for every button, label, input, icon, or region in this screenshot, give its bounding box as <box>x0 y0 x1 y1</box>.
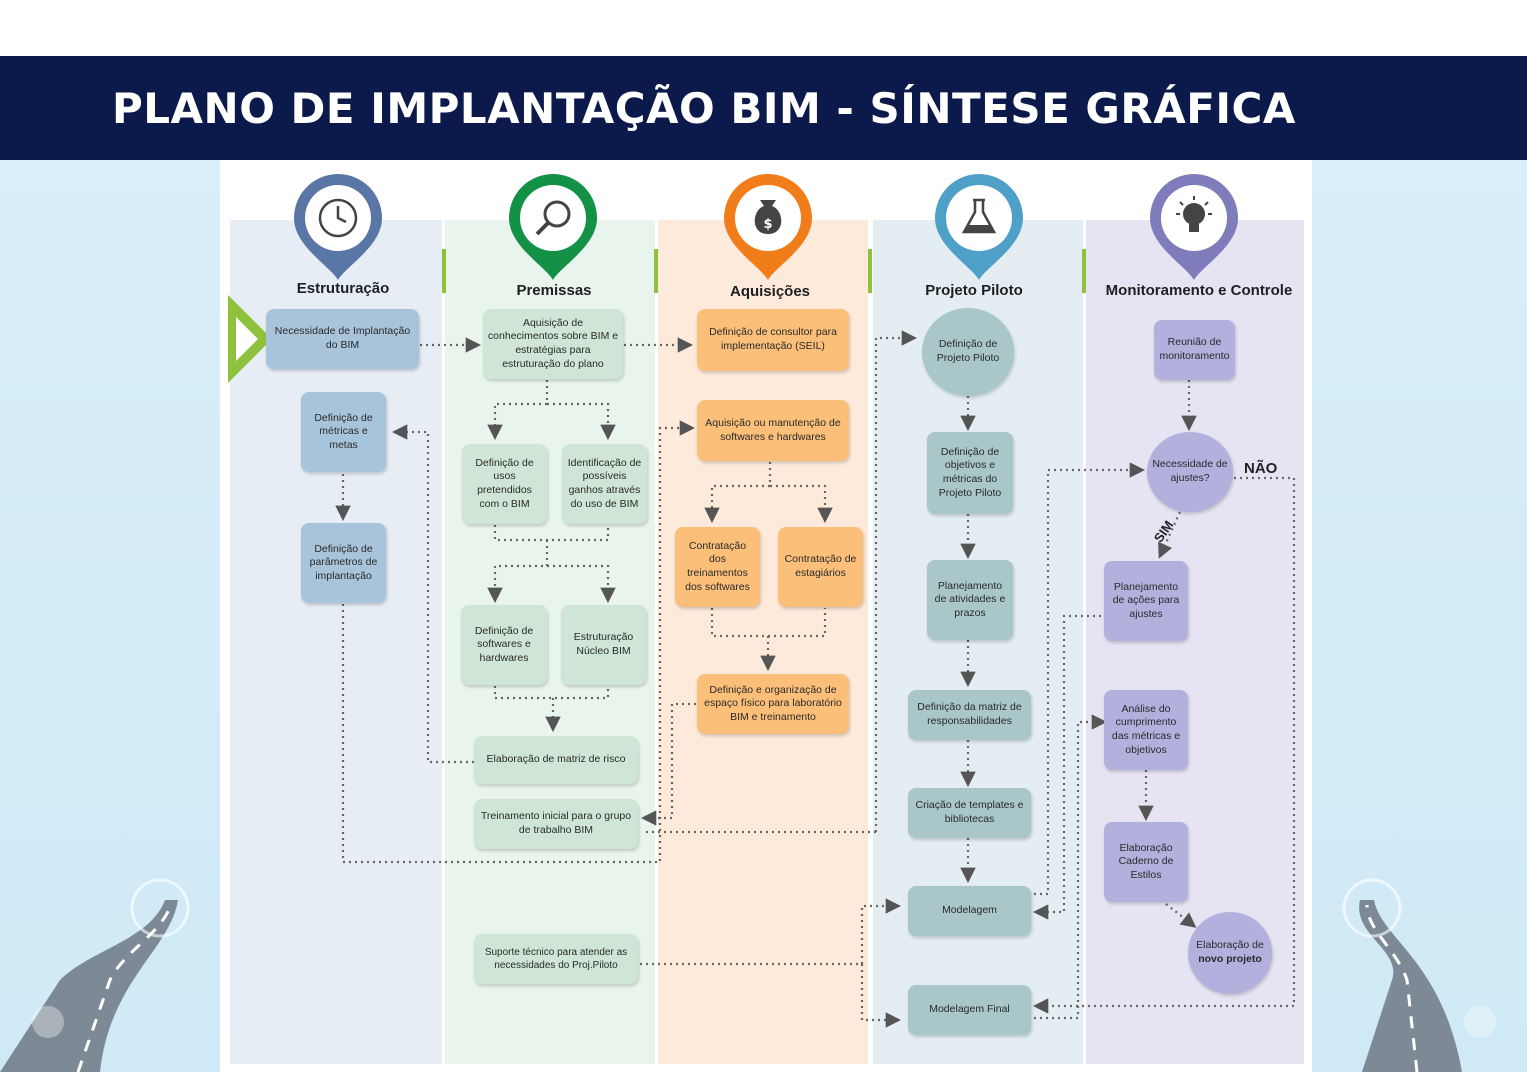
node-planejamento-atividades: Planejamento de atividades e prazos <box>927 560 1013 640</box>
svg-text:$: $ <box>763 217 772 232</box>
node-caderno-estilos: Elaboração Caderno de Estilos <box>1104 822 1188 902</box>
node-analise-cumprimento: Análise do cumprimento das métricas e ob… <box>1104 690 1188 770</box>
node-necessidade-ajustes: Necessidade de ajustes? <box>1147 432 1233 512</box>
road-illustration-left <box>0 878 190 1073</box>
node-planejamento-acoes: Planejamento de ações para ajustes <box>1104 561 1188 641</box>
node-treinamento-inicial: Treinamento inicial para o grupo de trab… <box>474 799 638 849</box>
node-espaco-fisico: Definição e organização de espaço físico… <box>697 674 849 734</box>
node-novo-projeto-line-1: Elaboração de <box>1196 939 1264 952</box>
node-objetivos-metricas: Definição de objetivos e métricas do Pro… <box>927 432 1013 514</box>
side-panel-right <box>1312 160 1527 1073</box>
node-modelagem-final: Modelagem Final <box>908 985 1031 1035</box>
node-definicao-usos: Definição de usos pretendidos com o BIM <box>462 444 547 524</box>
node-necessidade-implantacao: Necessidade de Implantação do BIM <box>266 309 419 369</box>
clock-icon <box>294 174 382 280</box>
lane-divider-tick <box>868 249 872 293</box>
node-definicao-projeto-piloto: Definição de Projeto Piloto <box>922 308 1014 396</box>
lane-title-monitoramento: Monitoramento e Controle <box>1105 282 1293 299</box>
node-contratacao-treinamentos: Contratação dos treinamentos dos softwar… <box>675 527 760 607</box>
page-title: PLANO DE IMPLANTAÇÃO BIM - SÍNTESE GRÁFI… <box>112 84 1296 133</box>
lane-divider-tick <box>442 249 446 293</box>
node-estruturacao-nucleo: Estruturação Núcleo BIM <box>561 605 646 685</box>
lane-divider-tick <box>654 249 658 293</box>
side-panel-left <box>0 160 220 1073</box>
node-reuniao-monitoramento: Reunião de monitoramento <box>1154 320 1235 380</box>
node-templates-bibliotecas: Criação de templates e bibliotecas <box>908 788 1031 838</box>
node-suporte-tecnico: Suporte técnico para atender as necessid… <box>474 934 638 984</box>
node-aquisicao-softwares: Aquisição ou manutenção de softwares e h… <box>697 400 849 461</box>
node-definicao-parametros: Definição de parâmetros de implantação <box>301 523 386 603</box>
node-novo-projeto: Elaboração de novo projeto <box>1188 912 1272 994</box>
header-bar: PLANO DE IMPLANTAÇÃO BIM - SÍNTESE GRÁFI… <box>0 56 1527 160</box>
node-definicao-softwares: Definição de softwares e hardwares <box>461 605 547 685</box>
start-arrow-icon <box>228 295 272 383</box>
flask-icon <box>935 174 1023 280</box>
money-bag-icon: $ <box>724 174 812 280</box>
magnifier-icon <box>509 174 597 280</box>
node-aquisicao-conhecimentos: Aquisição de conhecimentos sobre BIM e e… <box>483 309 623 379</box>
lane-title-aquisicoes: Aquisições <box>729 283 811 300</box>
lane-title-estruturacao: Estruturação <box>296 280 390 297</box>
lightbulb-icon <box>1150 174 1238 280</box>
lane-divider-tick <box>1082 249 1086 293</box>
road-illustration-right <box>1342 878 1496 1073</box>
node-modelagem: Modelagem <box>908 886 1031 936</box>
node-definicao-metricas-metas: Definição de métricas e metas <box>301 392 386 472</box>
lane-title-premissas: Premissas <box>516 282 592 299</box>
lane-title-projeto-piloto: Projeto Piloto <box>925 282 1023 299</box>
node-matriz-responsabilidades: Definição da matriz de responsabilidades <box>908 690 1031 740</box>
node-contratacao-estagiarios: Contratação de estagiários <box>778 527 863 607</box>
node-identificacao-ganhos: Identificação de possíveis ganhos atravé… <box>562 444 647 524</box>
node-definicao-consultor: Definição de consultor para implementaçã… <box>697 309 849 371</box>
node-novo-projeto-line-2: novo projeto <box>1198 953 1262 965</box>
node-matriz-risco: Elaboração de matriz de risco <box>474 736 638 784</box>
label-nao: NÃO <box>1244 460 1278 477</box>
